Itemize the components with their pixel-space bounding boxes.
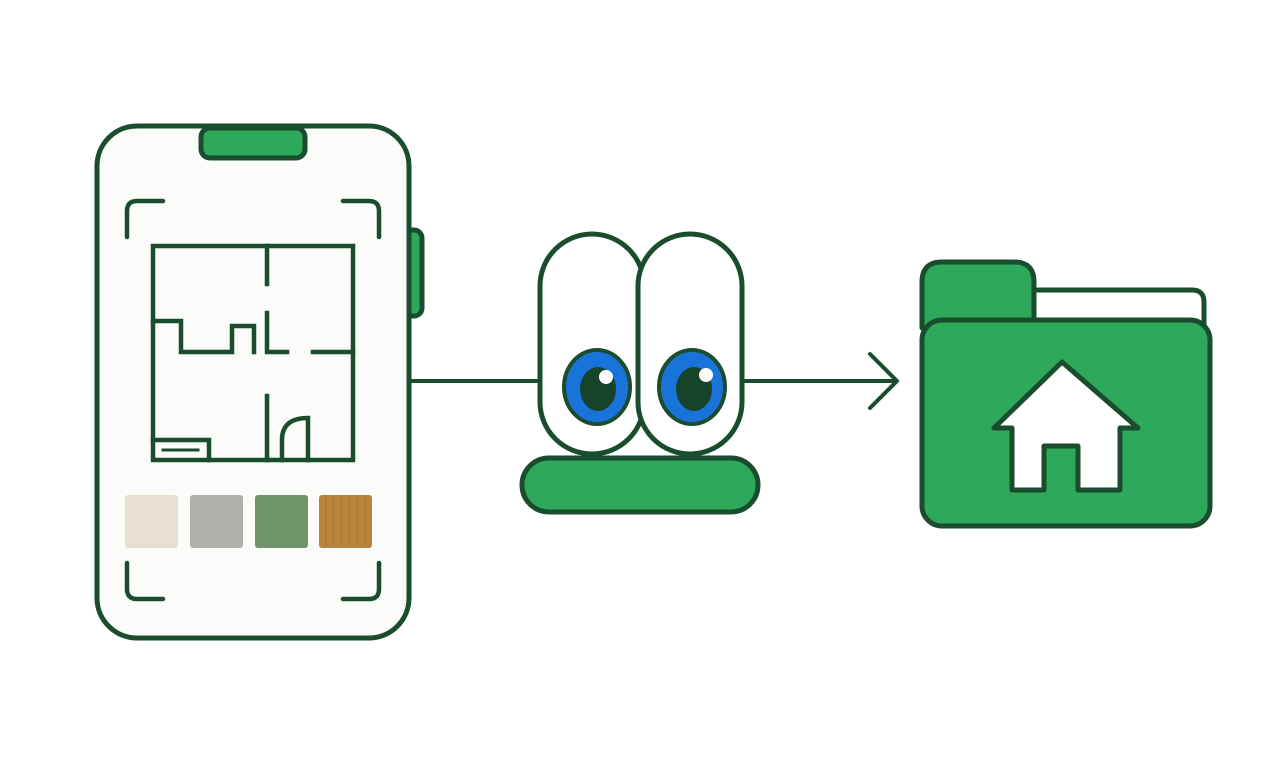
swatch-beige xyxy=(125,495,178,548)
house-icon xyxy=(991,359,1141,493)
material-swatches xyxy=(125,495,372,548)
swatch-sage-green xyxy=(255,495,308,548)
folder-back-tab xyxy=(919,259,1037,333)
connector-arrow-mascot-to-folder xyxy=(740,352,899,410)
wood-grain-texture xyxy=(325,497,366,546)
swatch-gray xyxy=(190,495,243,548)
eyes-mascot-icon xyxy=(519,231,761,515)
floorplan-icon xyxy=(150,243,356,463)
smartphone-floorplan-scan-icon xyxy=(94,123,425,641)
phone-notch xyxy=(198,125,308,161)
swatch-wood xyxy=(319,495,372,548)
mascot-base xyxy=(519,455,761,515)
left-eye-highlight xyxy=(599,370,613,384)
arrowhead-icon xyxy=(868,352,899,410)
right-eye-highlight xyxy=(699,368,713,382)
scan-frame-brackets xyxy=(124,198,382,602)
home-folder-icon xyxy=(919,259,1213,529)
